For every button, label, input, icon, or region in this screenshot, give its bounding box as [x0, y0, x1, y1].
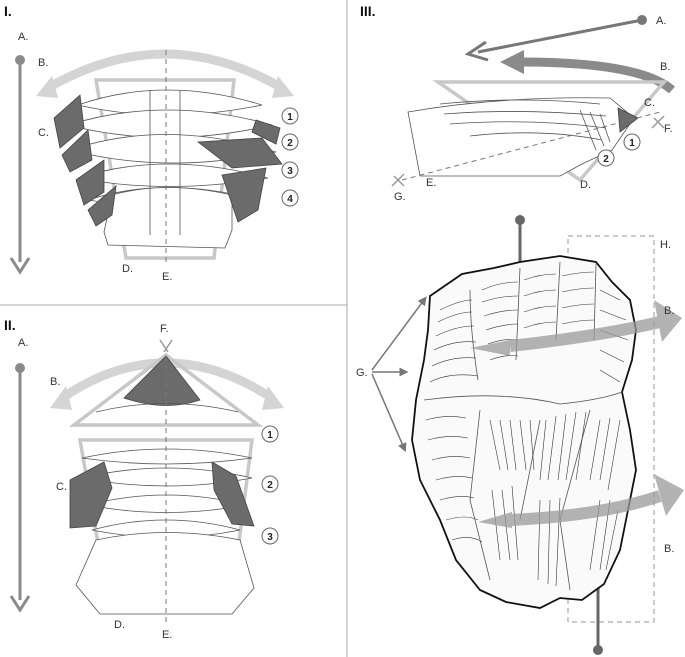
- panel-3-step-1: 1: [623, 133, 641, 151]
- panel-4-arrow-b-bottom: [478, 474, 684, 528]
- panel-1-step-4: 4: [281, 189, 299, 207]
- panel-2-triangle: [68, 352, 264, 427]
- panel-2-label-c: C.: [56, 481, 67, 493]
- svg-text:3: 3: [267, 532, 273, 543]
- panel-2-step-1: 1: [261, 425, 279, 443]
- panel-2-pressure-mark: [159, 339, 173, 353]
- panel-2-dark-scars: [69, 461, 255, 529]
- svg-text:2: 2: [287, 138, 293, 149]
- panel-3-arrow-b: [500, 50, 675, 94]
- panel-4-arrow-b-top: [470, 300, 682, 356]
- svg-text:2: 2: [603, 154, 609, 165]
- panel-3: III. A. B.: [360, 3, 675, 203]
- panel-4-label-b-bottom: B.: [664, 543, 674, 555]
- svg-text:2: 2: [267, 480, 273, 491]
- panel-2-dark-apex: [123, 355, 201, 406]
- panel-4-g-pointers: [371, 296, 427, 453]
- panel-1: I. A. B.: [4, 3, 299, 283]
- panel-2-label-e: E.: [162, 629, 172, 641]
- panel-3-arrow-a: [464, 15, 647, 62]
- panel-2-label-b: B.: [50, 376, 60, 388]
- panel-3-step-2: 2: [597, 149, 615, 167]
- panel-2-label-d: D.: [114, 619, 125, 631]
- panel-3-g-mark: [391, 173, 405, 187]
- panel-3-core: [407, 97, 639, 177]
- panel-1-arrow-a: [9, 55, 31, 275]
- panel-4-hatching: [425, 271, 629, 587]
- panel-4-label-g: G.: [356, 367, 368, 379]
- panel-1-label-b: B.: [38, 57, 48, 69]
- panel-2-step-2: 2: [261, 475, 279, 493]
- panel-1-title: I.: [4, 3, 12, 19]
- panel-2-label-a: A.: [18, 337, 28, 349]
- panel-1-step-2: 2: [281, 133, 299, 151]
- panel-2-arrow-a: [9, 363, 31, 613]
- svg-text:1: 1: [267, 430, 273, 441]
- panel-3-label-a: A.: [656, 15, 666, 27]
- panel-1-step-1: 1: [281, 107, 299, 125]
- panel-1-step-3: 3: [281, 161, 299, 179]
- svg-text:4: 4: [287, 194, 293, 205]
- panel-4-stone-outline: [411, 255, 637, 609]
- panel-3-pressure-mark: [651, 115, 665, 129]
- panel-4-label-h: H.: [660, 239, 671, 251]
- panel-2-title: II.: [4, 317, 16, 333]
- panel-1-arrow-b: [36, 49, 294, 98]
- panel-3-label-d: D.: [580, 179, 591, 191]
- panel-2-step-3: 3: [261, 527, 279, 545]
- panel-3-label-b: B.: [660, 61, 670, 73]
- panel-1-label-c: C.: [38, 127, 49, 139]
- panel-3-label-e: E.: [426, 177, 436, 189]
- panel-2: II. A. B. F.: [4, 317, 284, 641]
- panel-1-dark-scars: [53, 94, 283, 227]
- panel-2-scars: [75, 448, 255, 615]
- panel-3-label-f: F.: [664, 123, 673, 135]
- panel-1-label-e: E.: [162, 271, 172, 283]
- svg-text:3: 3: [287, 166, 293, 177]
- panel-3-title: III.: [360, 3, 376, 19]
- panel-3-label-c: C.: [644, 97, 655, 109]
- panel-1-label-d: D.: [122, 263, 133, 275]
- svg-text:1: 1: [629, 138, 635, 149]
- panel-2-label-f: F.: [160, 323, 169, 335]
- panel-4-label-b-top: B.: [664, 305, 674, 317]
- panel-4: H.: [356, 215, 684, 655]
- svg-text:1: 1: [287, 112, 293, 123]
- panel-3-label-g: G.: [394, 191, 406, 203]
- panel-1-label-a: A.: [18, 31, 28, 43]
